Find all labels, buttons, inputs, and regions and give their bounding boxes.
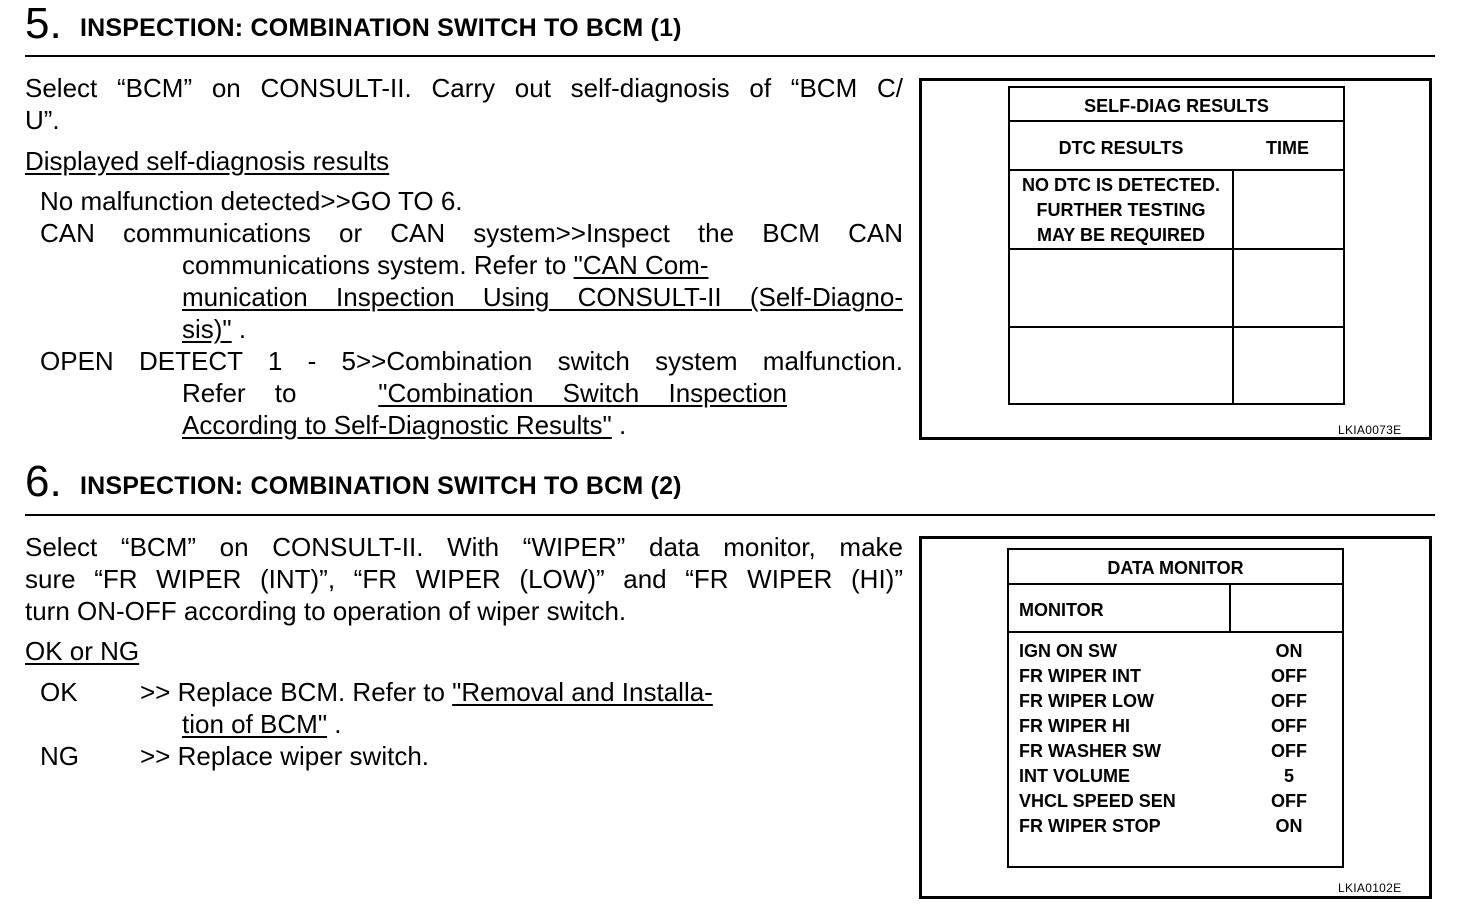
- data-monitor-divider: [1009, 631, 1342, 633]
- step5-result3-line1: OPEN DETECT 1 - 5>>Combination switch sy…: [40, 346, 903, 376]
- step5-result2-line3: munication Inspection Using CONSULT-II (…: [182, 281, 903, 313]
- self-diag-divider: [1010, 120, 1343, 122]
- step5-intro-line2: U”.: [25, 105, 60, 135]
- step5-result3-line3: According to Self-Diagnostic Results" .: [182, 409, 626, 441]
- step5-result1: No malfunction detected>>GO TO 6.: [40, 186, 463, 216]
- step6-intro-line2: sure “FR WIPER (INT)”, “FR WIPER (LOW)” …: [25, 564, 903, 594]
- self-diag-divider: [1010, 326, 1343, 328]
- ok-ng-heading: OK or NG: [25, 636, 140, 666]
- monitor-row-name: FR WASHER SW: [1019, 741, 1161, 761]
- step6-number: 6.: [25, 457, 62, 506]
- self-diag-col-dtc: DTC RESULTS: [1058, 138, 1184, 158]
- step6-intro-line3: turn ON-OFF according to operation of wi…: [25, 596, 627, 626]
- monitor-row-value: OFF: [1271, 666, 1307, 686]
- figure2-code: LKIA0102E: [1338, 881, 1402, 895]
- monitor-row-name: IGN ON SW: [1019, 641, 1117, 661]
- self-diag-row1-line1: NO DTC IS DETECTED.: [1021, 175, 1220, 195]
- removal-installation-bcm-link-cont[interactable]: tion of BCM": [182, 709, 328, 739]
- can-comm-inspection-link[interactable]: "CAN Com-: [573, 250, 709, 280]
- combination-switch-inspection-link-cont[interactable]: According to Self-Diagnostic Results": [182, 410, 612, 440]
- ok-action-text: >> Replace BCM. Refer to: [140, 677, 445, 707]
- step5-results-heading: Displayed self-diagnosis results: [25, 146, 390, 176]
- monitor-row-name: FR WIPER HI: [1019, 716, 1130, 736]
- step5-result2-line4: sis)" .: [182, 313, 246, 345]
- self-diag-divider: [1010, 248, 1343, 250]
- can-comm-inspection-link-end[interactable]: sis)": [182, 314, 232, 344]
- figure1-code: LKIA0073E: [1338, 423, 1402, 437]
- data-monitor-title: DATA MONITOR: [1107, 558, 1244, 578]
- self-diag-title: SELF-DIAG RESULTS: [1084, 96, 1269, 116]
- monitor-row-name: VHCL SPEED SEN: [1019, 791, 1176, 811]
- step5-result2-line1: CAN communications or CAN system>>Inspec…: [40, 218, 903, 248]
- data-monitor-col-monitor: MONITOR: [1019, 600, 1104, 620]
- monitor-row-name: INT VOLUME: [1019, 766, 1130, 786]
- monitor-row-value: OFF: [1271, 741, 1307, 761]
- step5-result2-text: communications system. Refer to: [182, 250, 567, 280]
- ng-label: NG: [40, 741, 79, 771]
- removal-installation-bcm-link[interactable]: "Removal and Installa-: [452, 677, 713, 707]
- step5-result3-line2: Refer to "Combination Switch Inspection: [182, 377, 787, 409]
- step5-title: INSPECTION: COMBINATION SWITCH TO BCM (1…: [80, 14, 682, 42]
- step5-result3-lead: Refer to: [182, 378, 297, 408]
- monitor-row-value: OFF: [1271, 716, 1307, 736]
- monitor-row-value: OFF: [1271, 691, 1307, 711]
- data-monitor-divider: [1009, 583, 1342, 585]
- self-diag-figure: SELF-DIAG RESULTS DTC RESULTS TIME NO DT…: [919, 78, 1432, 440]
- monitor-row-name: FR WIPER INT: [1019, 666, 1141, 686]
- combination-switch-inspection-link[interactable]: "Combination Switch Inspection: [378, 378, 787, 408]
- step6-rule: [25, 514, 1435, 516]
- step5-number: 5.: [25, 0, 62, 48]
- step5-result2-line2: communications system. Refer to "CAN Com…: [182, 249, 709, 281]
- step5-result3-period: .: [618, 410, 627, 440]
- monitor-row-value: ON: [1275, 641, 1303, 661]
- step5-header: 5. INSPECTION: COMBINATION SWITCH TO BCM…: [25, 2, 1435, 52]
- self-diag-col-time: TIME: [1266, 138, 1309, 158]
- monitor-row-value: 5: [1283, 766, 1294, 786]
- step5-result2-period: .: [238, 314, 247, 344]
- step6-intro-line1: Select “BCM” on CONSULT-II. With “WIPER”…: [25, 532, 903, 562]
- monitor-row-value: ON: [1275, 816, 1303, 836]
- ok-action-period: .: [334, 709, 342, 739]
- data-monitor-panel: DATA MONITOR MONITOR IGN ON SW ON FR WIP…: [1007, 548, 1344, 868]
- self-diag-row1-line3: MAY BE REQUIRED: [1036, 225, 1206, 245]
- data-monitor-col-divider: [1229, 583, 1231, 631]
- monitor-row-name: FR WIPER LOW: [1019, 691, 1154, 711]
- monitor-row-name: FR WIPER STOP: [1019, 816, 1161, 836]
- ok-label: OK: [40, 677, 78, 707]
- step6-header: 6. INSPECTION: COMBINATION SWITCH TO BCM…: [25, 460, 1435, 510]
- data-monitor-figure: DATA MONITOR MONITOR IGN ON SW ON FR WIP…: [919, 536, 1432, 899]
- ok-action-line2: tion of BCM" .: [182, 708, 342, 740]
- step5-intro-line1: Select “BCM” on CONSULT-II. Carry out se…: [25, 73, 903, 103]
- can-comm-inspection-link-cont[interactable]: munication Inspection Using CONSULT-II (…: [182, 282, 903, 312]
- self-diag-row1-line2: FURTHER TESTING: [1036, 200, 1206, 220]
- step6-title: INSPECTION: COMBINATION SWITCH TO BCM (2…: [80, 472, 682, 500]
- monitor-row-value: OFF: [1271, 791, 1307, 811]
- ng-action: >> Replace wiper switch.: [140, 741, 430, 771]
- ok-action: >> Replace BCM. Refer to "Removal and In…: [140, 676, 713, 708]
- step5-rule: [25, 55, 1435, 57]
- self-diag-divider: [1010, 169, 1343, 171]
- self-diag-col-divider: [1232, 169, 1234, 403]
- self-diag-panel: SELF-DIAG RESULTS DTC RESULTS TIME NO DT…: [1008, 86, 1345, 405]
